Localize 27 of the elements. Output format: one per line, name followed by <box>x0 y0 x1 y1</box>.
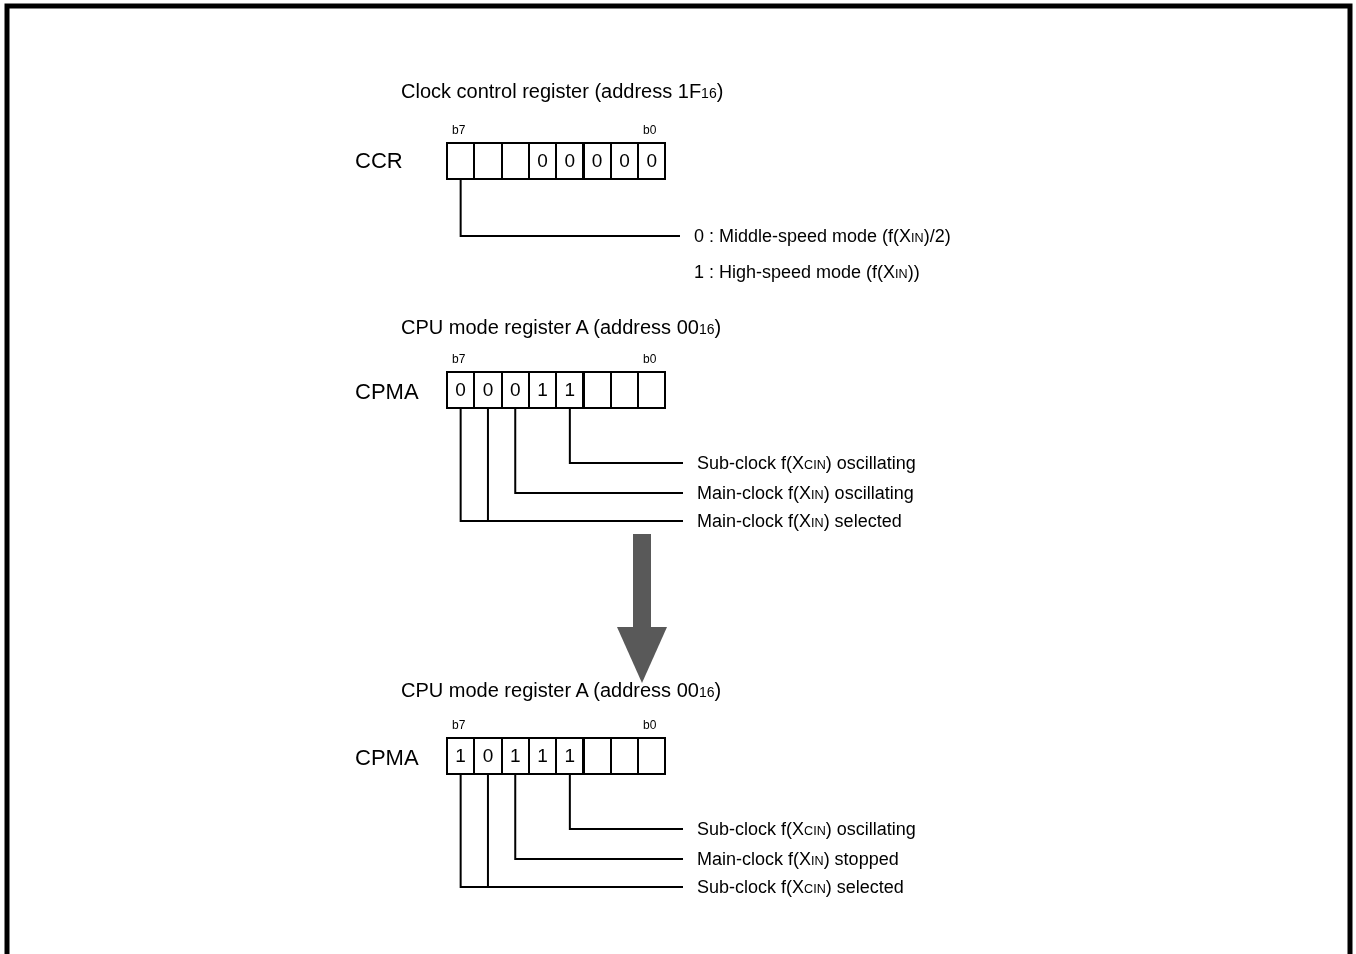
bit-number: b0 <box>643 123 657 137</box>
leader-line <box>568 408 684 464</box>
bit-cell: 1 <box>446 737 476 775</box>
down-arrow <box>617 534 667 683</box>
leader-line <box>514 408 684 494</box>
bit-cell: 1 <box>555 371 585 409</box>
bit-cell: 0 <box>473 371 503 409</box>
bit-cell: 0 <box>555 142 585 180</box>
bit-number: b7 <box>452 718 466 732</box>
empty-bit-cell <box>637 737 667 775</box>
register-name: CCR <box>355 148 403 174</box>
bit-cell: 0 <box>637 142 667 180</box>
bit-cell: 1 <box>555 737 585 775</box>
register-name: CPMA <box>355 379 419 405</box>
bit-number: b0 <box>643 352 657 366</box>
register-name: CPMA <box>355 745 419 771</box>
empty-bit-cell <box>637 371 667 409</box>
bit-number: b7 <box>452 123 466 137</box>
bit-number: b7 <box>452 352 466 366</box>
bit-number: b0 <box>643 718 657 732</box>
leader-line <box>514 774 684 860</box>
empty-bit-cell <box>473 142 503 180</box>
leader-line <box>459 179 681 237</box>
leader-line <box>568 774 684 830</box>
bit-cell: 0 <box>446 371 476 409</box>
empty-bit-cell <box>446 142 476 180</box>
bit-cell: 0 <box>473 737 503 775</box>
